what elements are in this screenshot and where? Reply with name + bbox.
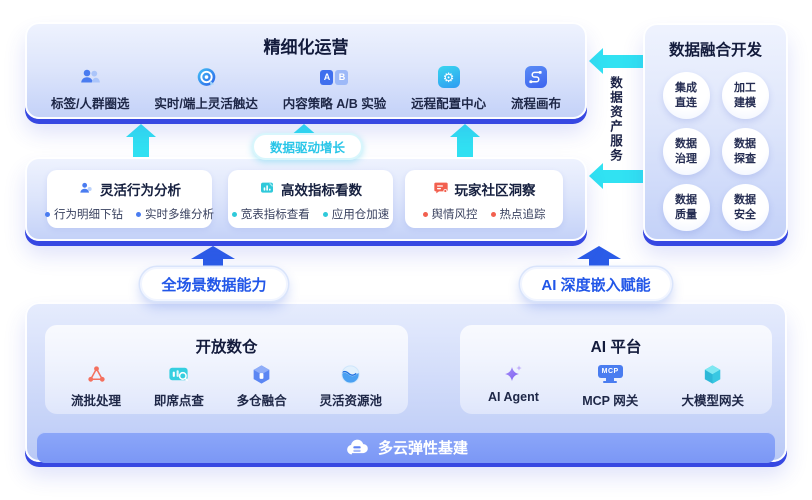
- card-title: 玩家社区洞察: [454, 183, 536, 198]
- fusion-circle: 集成直连: [662, 72, 710, 119]
- data-asset-service-vertical-label: 数据资产服务: [608, 76, 622, 163]
- card-bullet: 应用仓加速: [322, 206, 389, 222]
- op-item-remote-config: ⚙ 远程配置中心: [411, 65, 486, 112]
- warehouse-item-resource-pool: 灵活资源池: [319, 362, 382, 409]
- refined-operations-title: 精细化运营: [263, 38, 349, 57]
- cyan-left-arrow-top: [589, 48, 645, 74]
- warehouse-item-multi-warehouse: 多仓融合: [237, 362, 287, 409]
- behavior-user-icon: [78, 180, 94, 199]
- op-item-label: 标签/人群圈选: [51, 97, 130, 111]
- stream-batch-icon: [85, 362, 108, 386]
- card-title: 高效指标看数: [281, 183, 362, 198]
- op-item-label: 内容策略 A/B 实验: [282, 97, 387, 111]
- fusion-circle: 数据质量: [662, 184, 710, 231]
- infra-bar-label: 多云弹性基建: [377, 440, 468, 457]
- data-fusion-title: 数据融合开发: [668, 42, 762, 59]
- card-bullet: 舆情风控: [422, 206, 478, 222]
- metrics-board-icon: [259, 180, 275, 199]
- op-item-audience: 标签/人群圈选: [51, 65, 129, 112]
- llm-gateway-icon: [701, 362, 724, 386]
- warehouse-item-label: 多仓融合: [236, 394, 287, 408]
- op-item-ab-test: A B 内容策略 A/B 实验: [283, 65, 386, 112]
- ai-item-label: 大模型网关: [681, 394, 744, 408]
- ai-platform-section: AI 平台 AI Agent MCP MCP 网关: [460, 325, 772, 414]
- card-bullet: 热点追踪: [490, 206, 546, 222]
- op-item-label: 远程配置中心: [411, 97, 487, 111]
- cyan-up-arrow-3: [450, 124, 480, 157]
- op-item-flow-canvas: 流程画布: [511, 65, 561, 112]
- cyan-up-arrow-1: [126, 124, 156, 157]
- warehouse-item-adhoc-query: 即席点查: [154, 362, 204, 409]
- open-warehouse-title: 开放数仓: [195, 339, 258, 356]
- data-driven-growth-badge: 数据驱动增长: [252, 133, 364, 160]
- cyan-left-arrow-middle: [589, 163, 645, 189]
- card-title: 灵活行为分析: [100, 183, 181, 198]
- ai-item-agent: AI Agent: [488, 362, 539, 409]
- card-bullet: 宽表指标查看: [231, 206, 310, 222]
- target-icon: [195, 65, 218, 89]
- fusion-circle: 加工建模: [721, 72, 769, 119]
- foundation-panel: 开放数仓 流批处理 即席点查: [25, 302, 787, 463]
- op-item-label: 实时/端上灵活触达: [154, 97, 258, 111]
- card-bullet: 行为明细下钻: [45, 206, 123, 222]
- fusion-circle: 数据安全: [721, 184, 769, 231]
- warehouse-item-label: 灵活资源池: [319, 394, 382, 408]
- ai-empowerment-pill: AI 深度嵌入赋能: [520, 267, 672, 301]
- behavior-analysis-card: 灵活行为分析 行为明细下钻 实时多维分析: [45, 170, 214, 228]
- community-insight-card: 玩家社区洞察 舆情风控 热点追踪: [405, 170, 563, 228]
- ab-test-a-badge: A: [320, 69, 334, 85]
- ab-test-b-badge: B: [335, 69, 349, 85]
- op-item-realtime-reach: 实时/端上灵活触达: [154, 65, 258, 112]
- ai-item-llm-gateway: 大模型网关: [681, 362, 744, 409]
- warehouse-item-label: 即席点查: [153, 394, 204, 408]
- mcp-screen-label: MCP: [597, 365, 623, 378]
- community-chat-icon: [433, 180, 449, 199]
- gear-icon: ⚙: [437, 65, 460, 89]
- ai-item-label: MCP 网关: [582, 394, 639, 408]
- adhoc-query-icon: [167, 362, 190, 386]
- ai-item-mcp-gateway: MCP MCP 网关: [582, 362, 638, 409]
- mcp-gateway-icon: MCP: [597, 362, 623, 386]
- ab-test-icon: A B: [320, 65, 349, 89]
- multi-cloud-infra-bar: 多云弹性基建: [37, 432, 775, 463]
- users-icon: [78, 65, 102, 89]
- metrics-card: 高效指标看数 宽表指标查看 应用仓加速: [228, 170, 393, 228]
- analytics-panel: 灵活行为分析 行为明细下钻 实时多维分析 高效指标看数 宽表指标查看 应用仓加速: [25, 157, 587, 241]
- fusion-circle: 数据探查: [721, 128, 769, 175]
- multi-warehouse-icon: [250, 362, 273, 386]
- ai-item-label: AI Agent: [488, 390, 539, 404]
- data-fusion-panel: 数据融合开发 集成直连 加工建模 数据治理 数据探查 数据质量 数据安全: [643, 23, 788, 241]
- full-scenario-data-pill: 全场景数据能力: [140, 267, 288, 301]
- ai-platform-title: AI 平台: [590, 339, 642, 356]
- op-item-label: 流程画布: [510, 97, 561, 111]
- refined-operations-panel: 精细化运营 标签/人群圈选 实时/端上灵活触达 A B 内容策略 A/B 实验: [25, 22, 587, 119]
- warehouse-item-label: 流批处理: [71, 394, 122, 408]
- ai-agent-sparkle-icon: [501, 362, 525, 386]
- open-warehouse-section: 开放数仓 流批处理 即席点查: [45, 325, 408, 414]
- fusion-circle: 数据治理: [662, 128, 710, 175]
- flow-icon: [524, 65, 547, 89]
- cloud-icon: [344, 438, 370, 457]
- resource-pool-icon: [339, 362, 362, 386]
- card-bullet: 实时多维分析: [136, 206, 214, 222]
- warehouse-item-stream-batch: 流批处理: [71, 362, 121, 409]
